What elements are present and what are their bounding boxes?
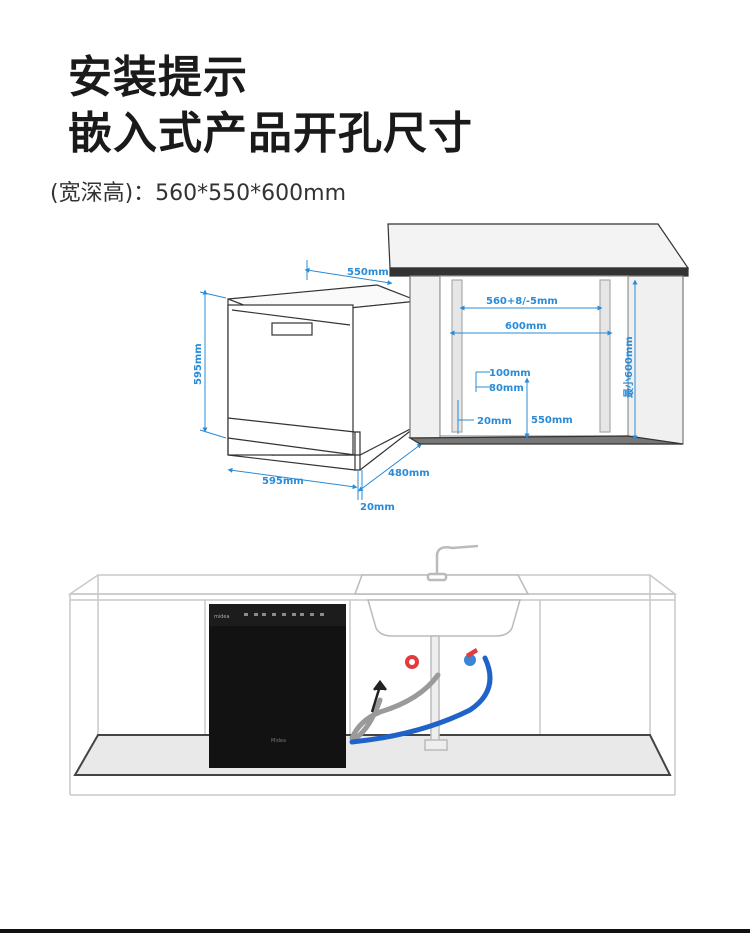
drain-arrow bbox=[370, 679, 387, 713]
dim-foot-gap: 20mm bbox=[360, 502, 395, 513]
svg-text:midea: midea bbox=[214, 614, 230, 620]
heading-line1: 安装提示 bbox=[68, 52, 248, 103]
valve-blue-icon bbox=[464, 648, 478, 666]
valve-red-icon bbox=[405, 655, 419, 669]
dishwasher: midea Midea bbox=[209, 604, 346, 768]
dim-side-80: 80mm bbox=[489, 383, 524, 394]
cabinet-drawing bbox=[387, 223, 690, 445]
dim-inner-width: 600mm bbox=[505, 321, 547, 332]
dim-height-left: 595mm bbox=[193, 343, 204, 385]
svg-text:Midea: Midea bbox=[271, 738, 286, 744]
sink bbox=[353, 574, 530, 751]
dim-bottom-20: 20mm bbox=[477, 416, 512, 427]
cabinet-dimension-lines bbox=[449, 279, 638, 441]
dim-opening-width: 560+8/-5mm bbox=[486, 296, 558, 307]
heading-line2: 嵌入式产品开孔尺寸 bbox=[68, 108, 473, 159]
drain-hose bbox=[349, 672, 441, 741]
bottom-divider bbox=[0, 929, 750, 933]
dim-side-100: 100mm bbox=[489, 368, 531, 379]
dim-door-depth: 480mm bbox=[388, 468, 430, 479]
dim-depth-550: 550mm bbox=[531, 415, 573, 426]
dim-min-height: 最小600mm bbox=[622, 336, 635, 398]
size-note: (宽深高)：560*550*600mm bbox=[50, 181, 347, 206]
inlet-hose bbox=[349, 655, 493, 745]
dim-width-bottom: 595mm bbox=[262, 476, 304, 487]
dim-depth-top: 550mm bbox=[347, 267, 389, 278]
faucet-icon bbox=[426, 544, 479, 582]
appliance-drawing bbox=[227, 284, 419, 471]
